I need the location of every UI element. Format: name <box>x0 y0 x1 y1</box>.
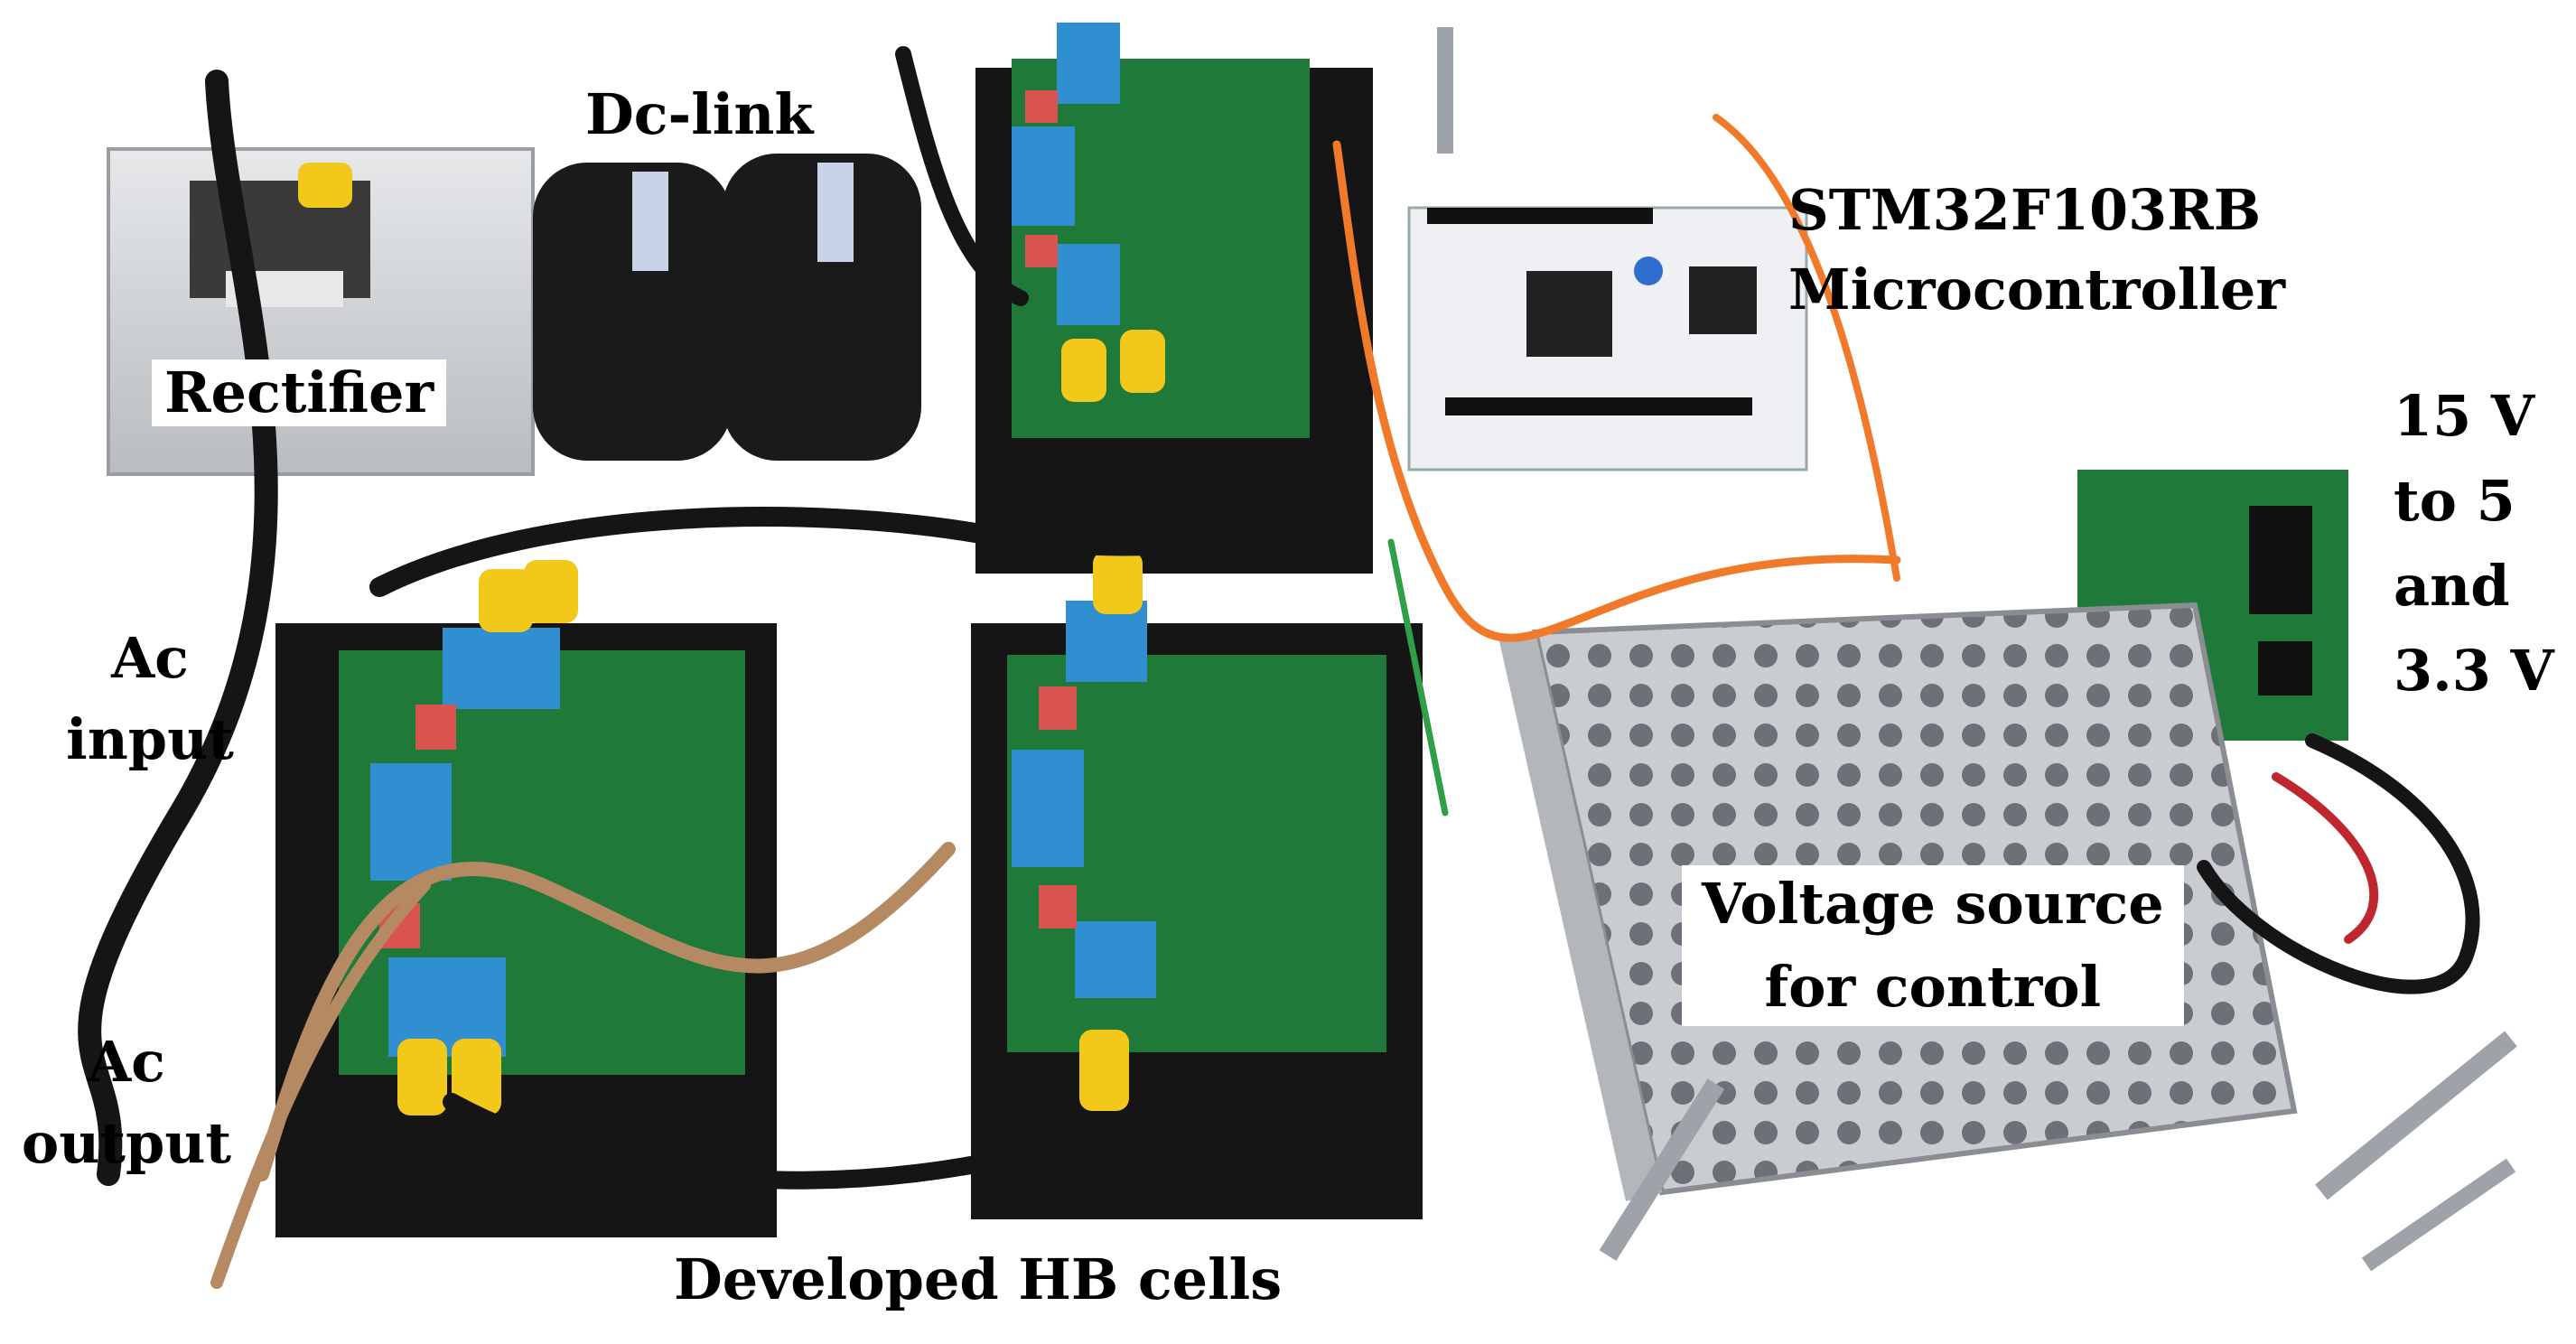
ac-output-label: Ac output <box>18 1034 235 1171</box>
regulator-label-line3: and <box>2394 553 2510 619</box>
stm32-board <box>1407 206 1808 471</box>
hb-cells-label: Developed HB cells <box>661 1246 1295 1313</box>
ac-input-label-line1: Ac <box>111 625 189 691</box>
ac-input-label: Ac input <box>60 630 240 768</box>
ac-output-label-line1: Ac <box>88 1029 165 1095</box>
stand-rods <box>1437 27 2517 1272</box>
dc-link-capacitors <box>533 154 921 461</box>
voltage-source-label-line1: Voltage source <box>1702 871 2164 937</box>
cables <box>78 46 2480 1289</box>
microcontroller-label-line2: Microcontroller <box>1788 257 2286 322</box>
hb-cell-middle <box>971 551 1423 1219</box>
voltage-source-label: Voltage source for control <box>1682 865 2184 1026</box>
ac-input-label-line2: input <box>66 706 234 772</box>
regulator-label-line2: to 5 <box>2394 468 2515 534</box>
voltage-source-label-line2: for control <box>1764 954 2102 1020</box>
rectifier-label: Rectifier <box>152 359 447 426</box>
regulator-label-line1: 15 V <box>2394 383 2534 449</box>
regulator-label: 15 V to 5 and 3.3 V <box>2394 388 2554 699</box>
microcontroller-label: STM32F103RB Microcontroller <box>1788 182 2285 318</box>
ac-output-label-line2: output <box>21 1110 232 1176</box>
microcontroller-label-line1: STM32F103RB <box>1788 177 2262 243</box>
regulator-label-line4: 3.3 V <box>2394 638 2554 704</box>
dc-link-label: Dc-link <box>585 81 814 147</box>
hb-cell-top <box>975 23 1373 574</box>
